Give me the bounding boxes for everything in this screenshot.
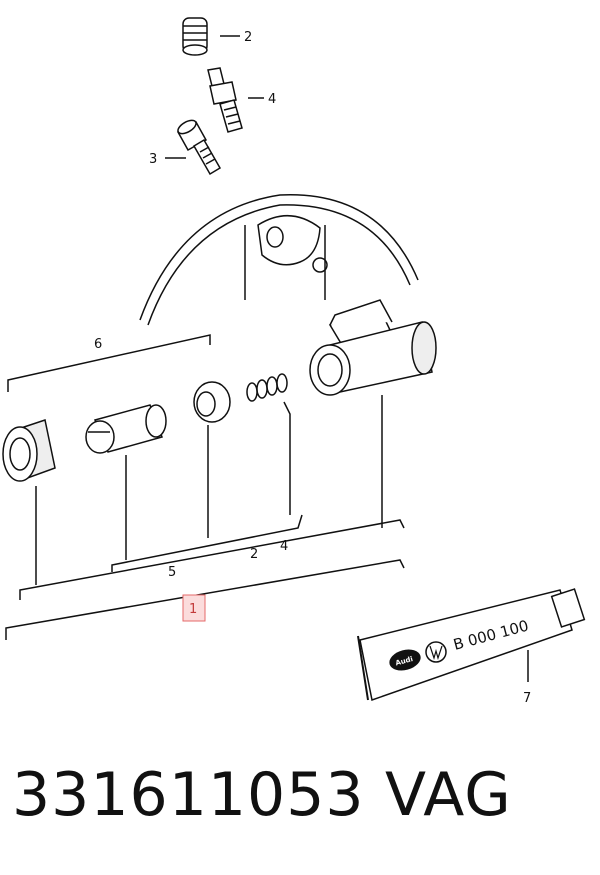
exploded-parts-diagram: 2 4 3 [2,17,586,706]
callout-6: 6 [94,337,102,352]
callout-5: 5 [168,565,176,580]
bolt-part-3 [176,119,222,176]
callout-2-bottom: 2 [250,547,258,562]
piston [85,404,167,454]
dust-boot [2,419,56,482]
callout-2-top: 2 [244,30,252,45]
part-number: 331611053 [12,760,365,830]
brackets [5,334,405,640]
callout-1-highlight [182,594,206,622]
callout-3: 3 [149,152,157,167]
callout-4-top: 4 [268,92,276,107]
callout-7: 7 [523,691,531,706]
callout-1: 1 [189,602,197,617]
part-footer: 331611053 VAG [0,760,600,860]
spring-part-2 [246,373,288,402]
bleeder-valve-part-4 [207,67,243,133]
grease-tube-part-7: Audi B 000 100 [357,588,586,701]
brand-label: VAG [385,760,512,830]
audi-logo-icon [389,649,421,671]
backing-plate [139,194,419,326]
cup-seal-part-6 [193,381,231,423]
callout-4-bottom: 4 [280,539,288,554]
dust-cap-part-2 [182,17,208,56]
wheel-cylinder-housing-part-1 [309,299,437,396]
